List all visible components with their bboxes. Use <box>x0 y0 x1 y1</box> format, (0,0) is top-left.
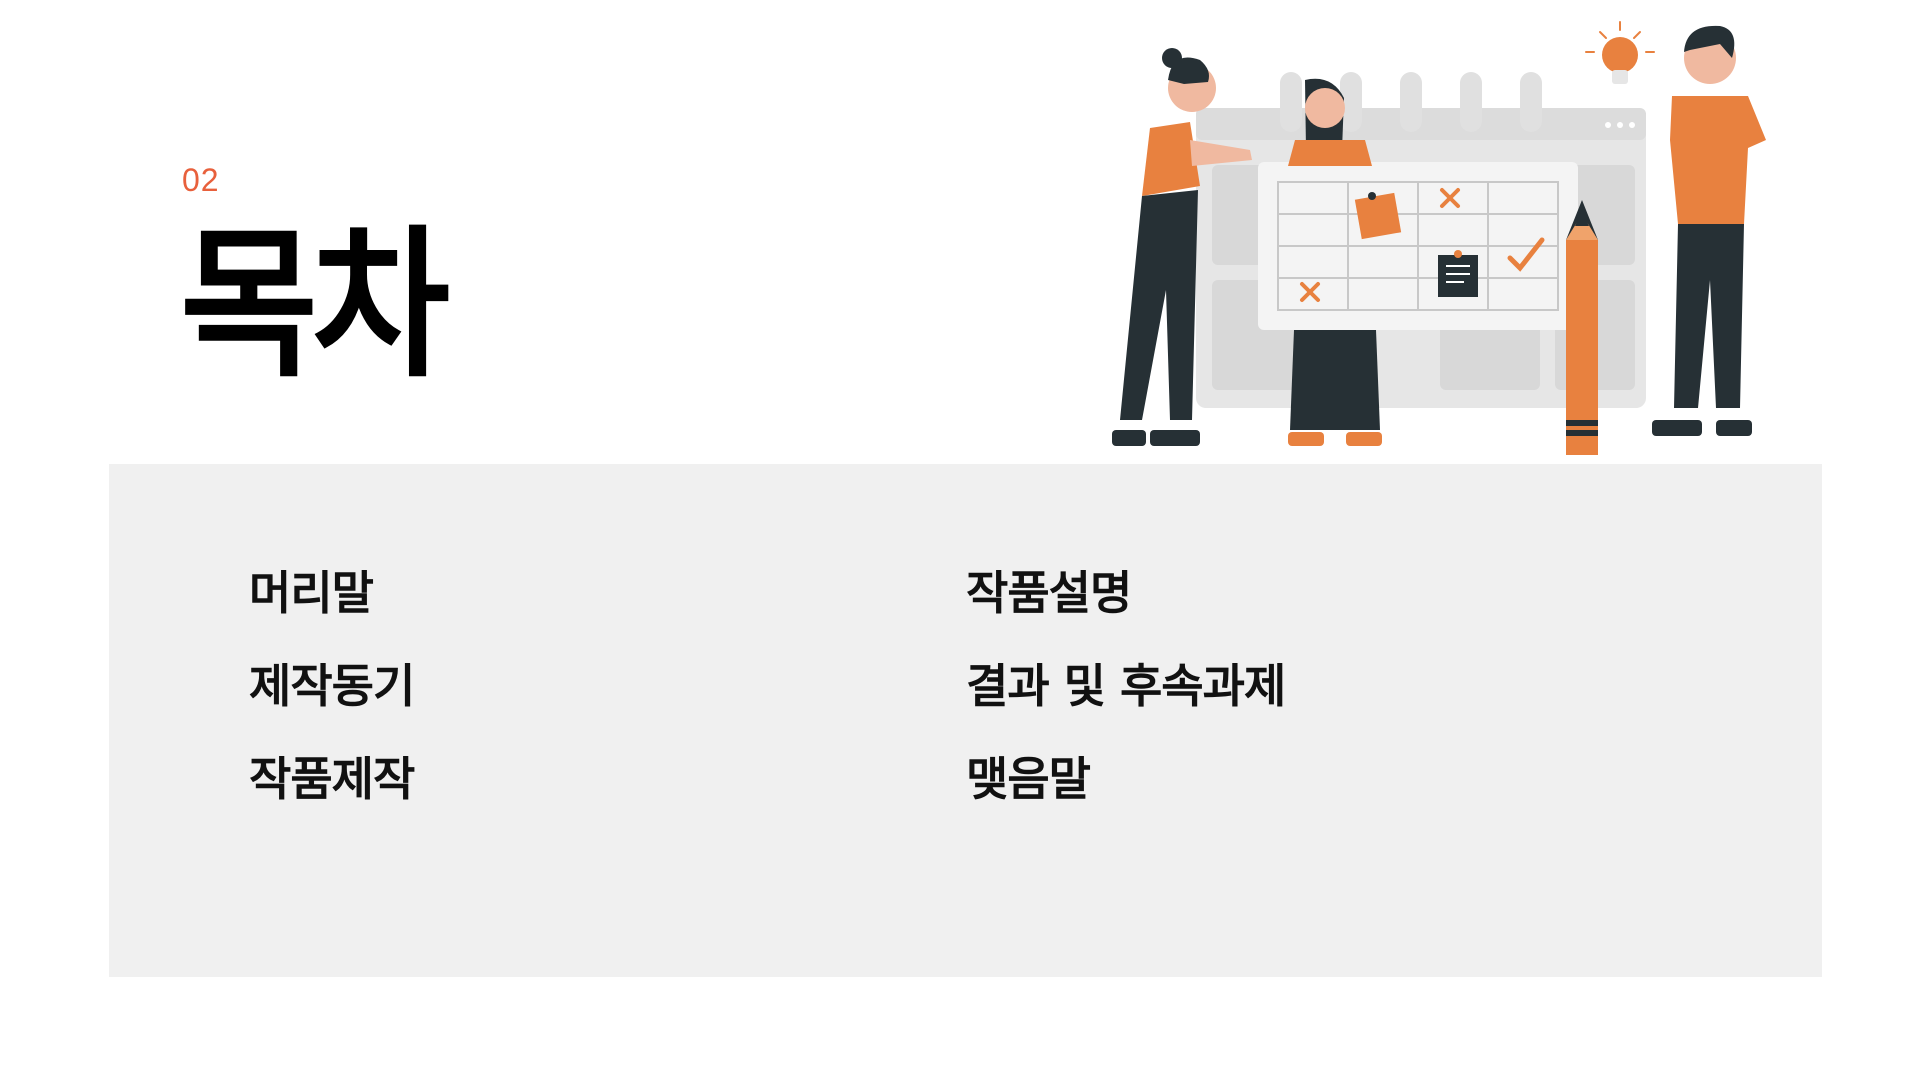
slide-number: 02 <box>182 162 220 198</box>
team-planning-illustration <box>1112 21 1766 455</box>
person-left <box>1112 48 1252 446</box>
toc-item-results[interactable]: 결과 및 후속과제 <box>966 659 1286 713</box>
toc-item-preface[interactable]: 머리말 <box>249 566 374 620</box>
toc-item-motivation[interactable]: 제작동기 <box>249 659 415 713</box>
sticky-note-icon <box>1438 250 1478 297</box>
pencil-icon <box>1566 200 1598 455</box>
toc-item-production[interactable]: 작품제작 <box>249 752 415 806</box>
toc-panel: 머리말 제작동기 작품제작 작품설명 결과 및 후속과제 맺음말 <box>109 464 1822 977</box>
sticky-note-icon <box>1354 192 1402 240</box>
person-right <box>1652 25 1766 436</box>
toc-item-description[interactable]: 작품설명 <box>966 566 1132 620</box>
toc-item-conclusion[interactable]: 맺음말 <box>966 752 1091 806</box>
checkmark-icon <box>1507 237 1545 272</box>
lightbulb-icon <box>1585 21 1655 84</box>
person-middle <box>1288 78 1382 446</box>
page-title: 목차 <box>180 212 450 400</box>
cross-icon <box>1300 188 1460 302</box>
